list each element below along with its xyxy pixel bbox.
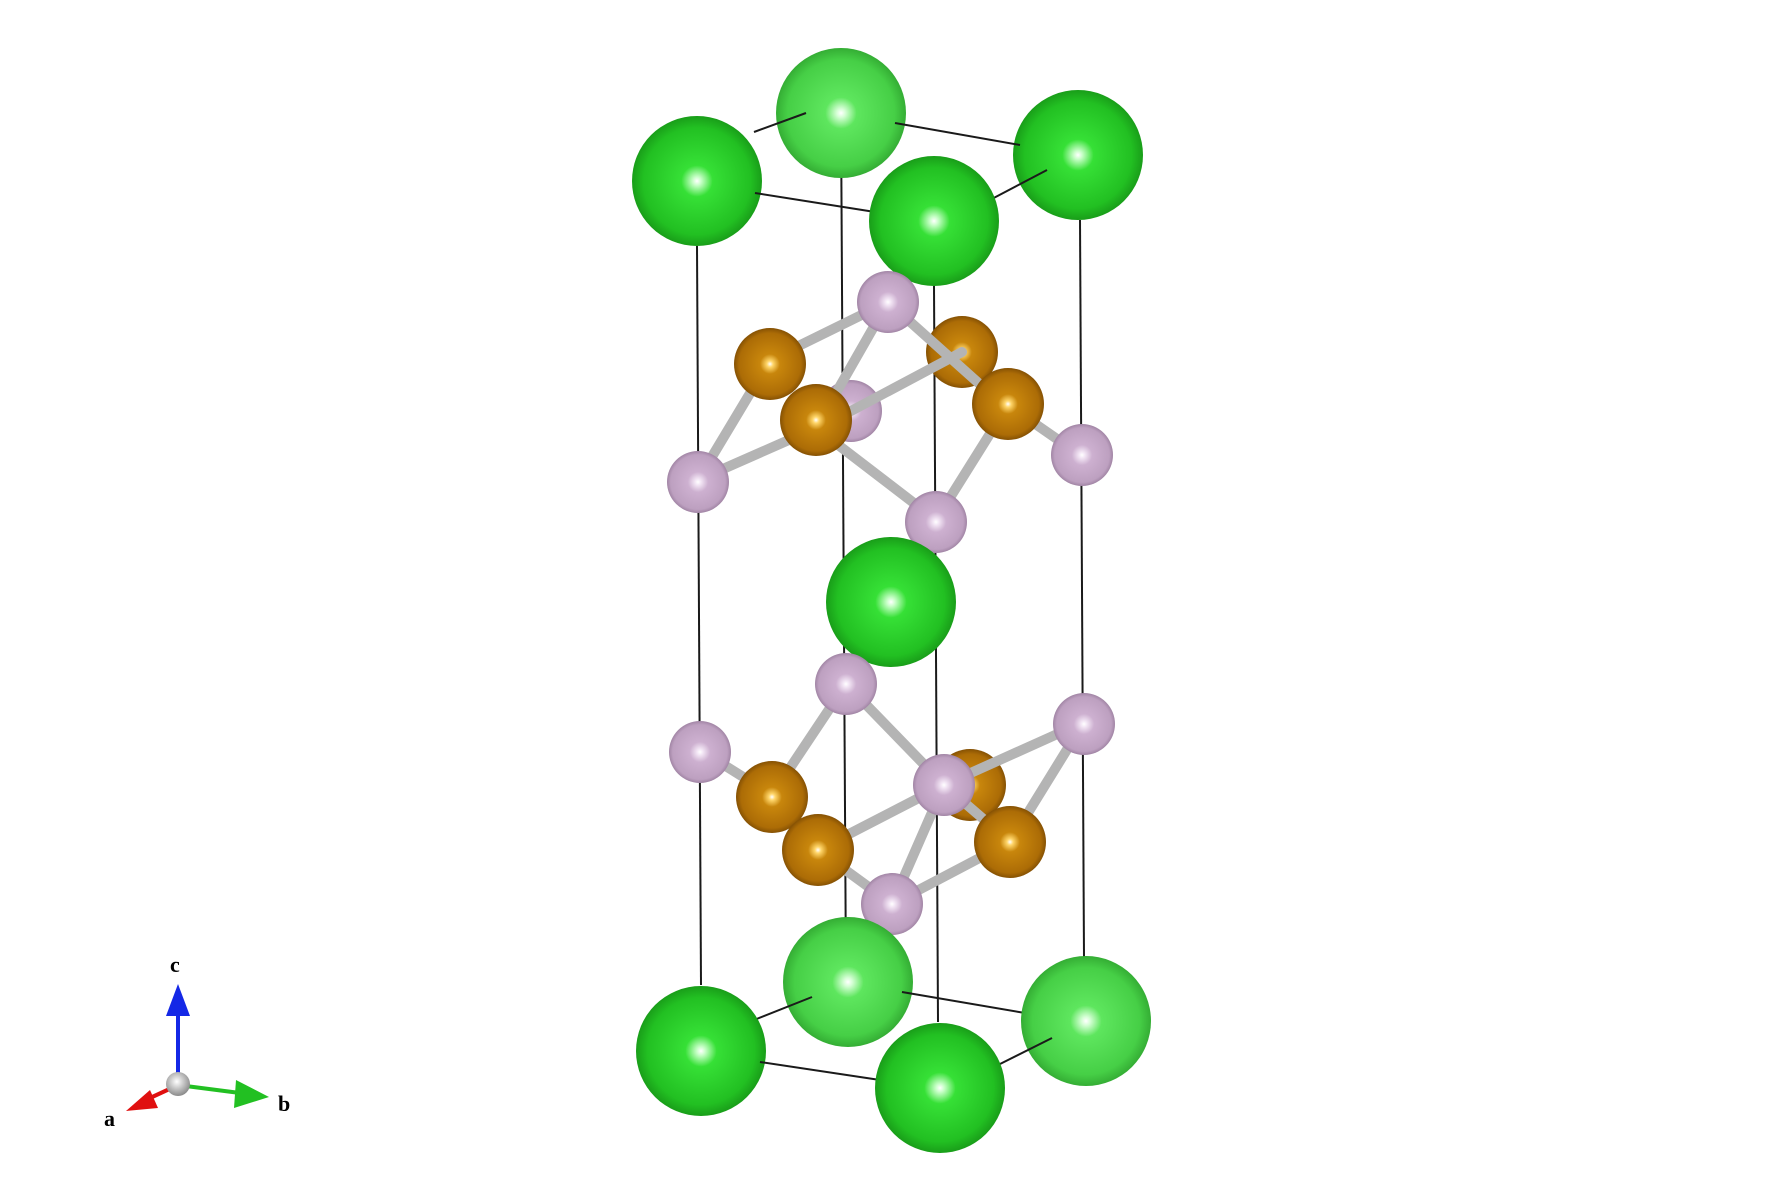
cell-edge	[894, 122, 1021, 146]
cell-edge	[696, 245, 702, 986]
atom-anion	[815, 653, 877, 715]
a-axis-arrowhead	[126, 1090, 158, 1111]
cell-edge	[901, 991, 1026, 1014]
atom-metal	[782, 814, 854, 886]
atom-anion	[669, 721, 731, 783]
cell-edge	[1079, 219, 1085, 959]
atom-anion	[1051, 424, 1113, 486]
atom-large-cation	[783, 917, 913, 1047]
axis-triad: c b a	[104, 952, 290, 1131]
b-axis-arrowhead	[234, 1080, 269, 1108]
atom-large-cation	[826, 537, 956, 667]
cell-edge	[987, 169, 1048, 202]
atom-anion	[1053, 693, 1115, 755]
atom-large-cation	[1021, 956, 1151, 1086]
c-axis-arrowhead	[166, 984, 190, 1016]
cell-edge	[753, 112, 807, 133]
cell-edge	[754, 192, 876, 213]
axis-label-a: a	[104, 1106, 115, 1131]
atom-metal	[734, 328, 806, 400]
atom-large-cation	[776, 48, 906, 178]
atom-large-cation	[875, 1023, 1005, 1153]
atom-anion	[905, 491, 967, 553]
atom-metal	[972, 368, 1044, 440]
cell-edge	[753, 996, 813, 1021]
cell-edge	[933, 285, 939, 1023]
axis-label-c: c	[170, 952, 180, 977]
atom-large-cation	[636, 986, 766, 1116]
unit-cell-vertical-edges	[696, 219, 1085, 1023]
bond	[846, 347, 967, 416]
atom-anion	[861, 873, 923, 935]
upper-cluster	[667, 271, 1113, 553]
atom-metal	[780, 384, 852, 456]
atom-large-cation	[1013, 90, 1143, 220]
atom-large-cation	[869, 156, 999, 286]
axis-label-b: b	[278, 1091, 290, 1116]
atom-anion	[667, 451, 729, 513]
atom-metal	[736, 761, 808, 833]
atom-metal	[974, 806, 1046, 878]
cell-edge	[759, 1061, 881, 1081]
cell-edge	[997, 1037, 1053, 1066]
atom-large-cation	[632, 116, 762, 246]
atom-anion	[857, 271, 919, 333]
axis-origin	[166, 1072, 190, 1096]
lower-cluster	[669, 653, 1115, 935]
top-layer	[632, 48, 1143, 286]
bottom-layer	[636, 917, 1151, 1153]
atom-anion	[913, 754, 975, 816]
